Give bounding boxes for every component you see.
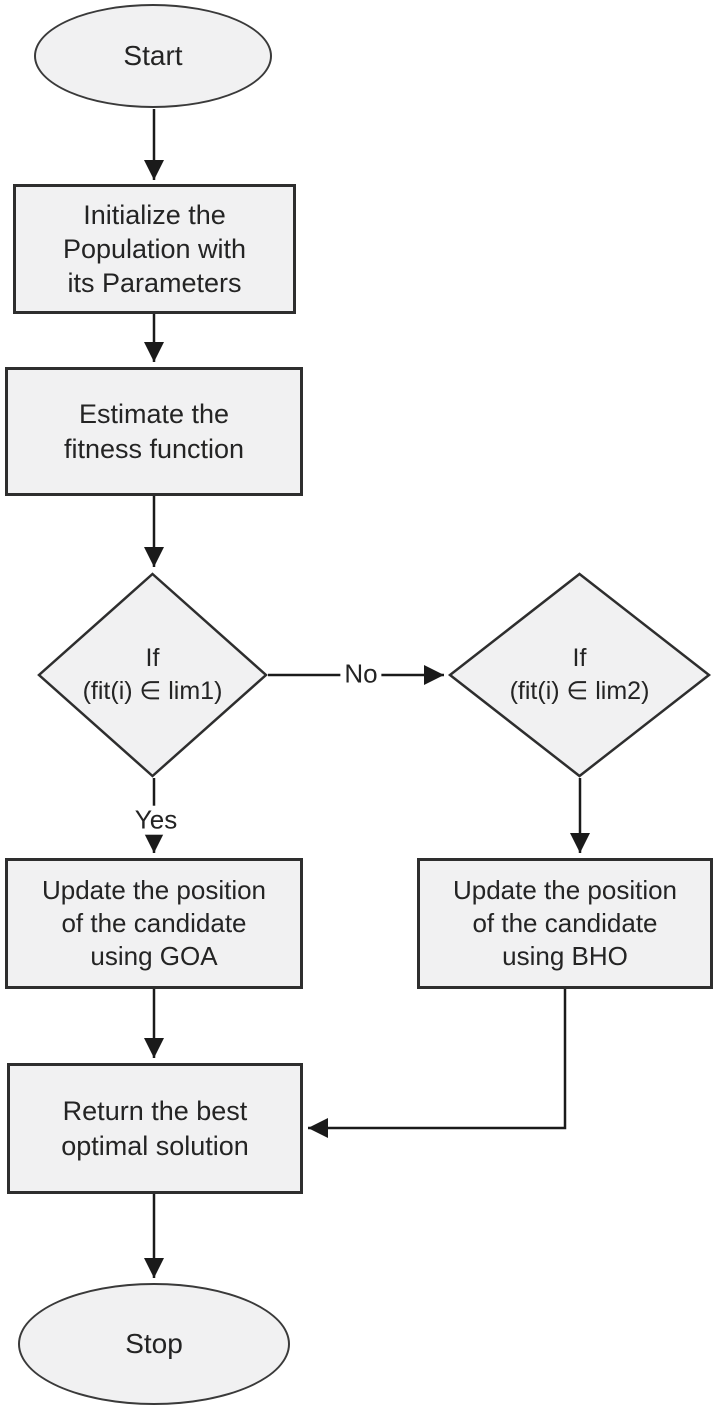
estimate-fitness-node: Estimate the fitness function — [5, 367, 303, 496]
decision-lim1-node: If (fit(i) ∈ lim1) — [37, 572, 268, 778]
update-position-goa-node: Update the position of the candidate usi… — [5, 858, 303, 989]
yes-edge-label: Yes — [130, 806, 182, 835]
decision-lim1-label: If (fit(i) ∈ lim1) — [82, 644, 223, 705]
stop-node: Stop — [18, 1283, 290, 1405]
initialize-population-node: Initialize the Population with its Param… — [13, 184, 296, 314]
start-node: Start — [34, 4, 272, 108]
return-best-solution-node: Return the best optimal solution — [7, 1063, 303, 1194]
no-edge-label: No — [340, 660, 382, 689]
decision-lim2-node: If (fit(i) ∈ lim2) — [447, 572, 712, 778]
decision-lim2-label: If (fit(i) ∈ lim2) — [509, 644, 650, 705]
decision-lim2-diamond-shape — [447, 572, 712, 778]
update-position-bho-node: Update the position of the candidate usi… — [417, 858, 713, 989]
edge-bho-return — [308, 989, 567, 1138]
decision-lim1-diamond-shape — [37, 572, 268, 778]
